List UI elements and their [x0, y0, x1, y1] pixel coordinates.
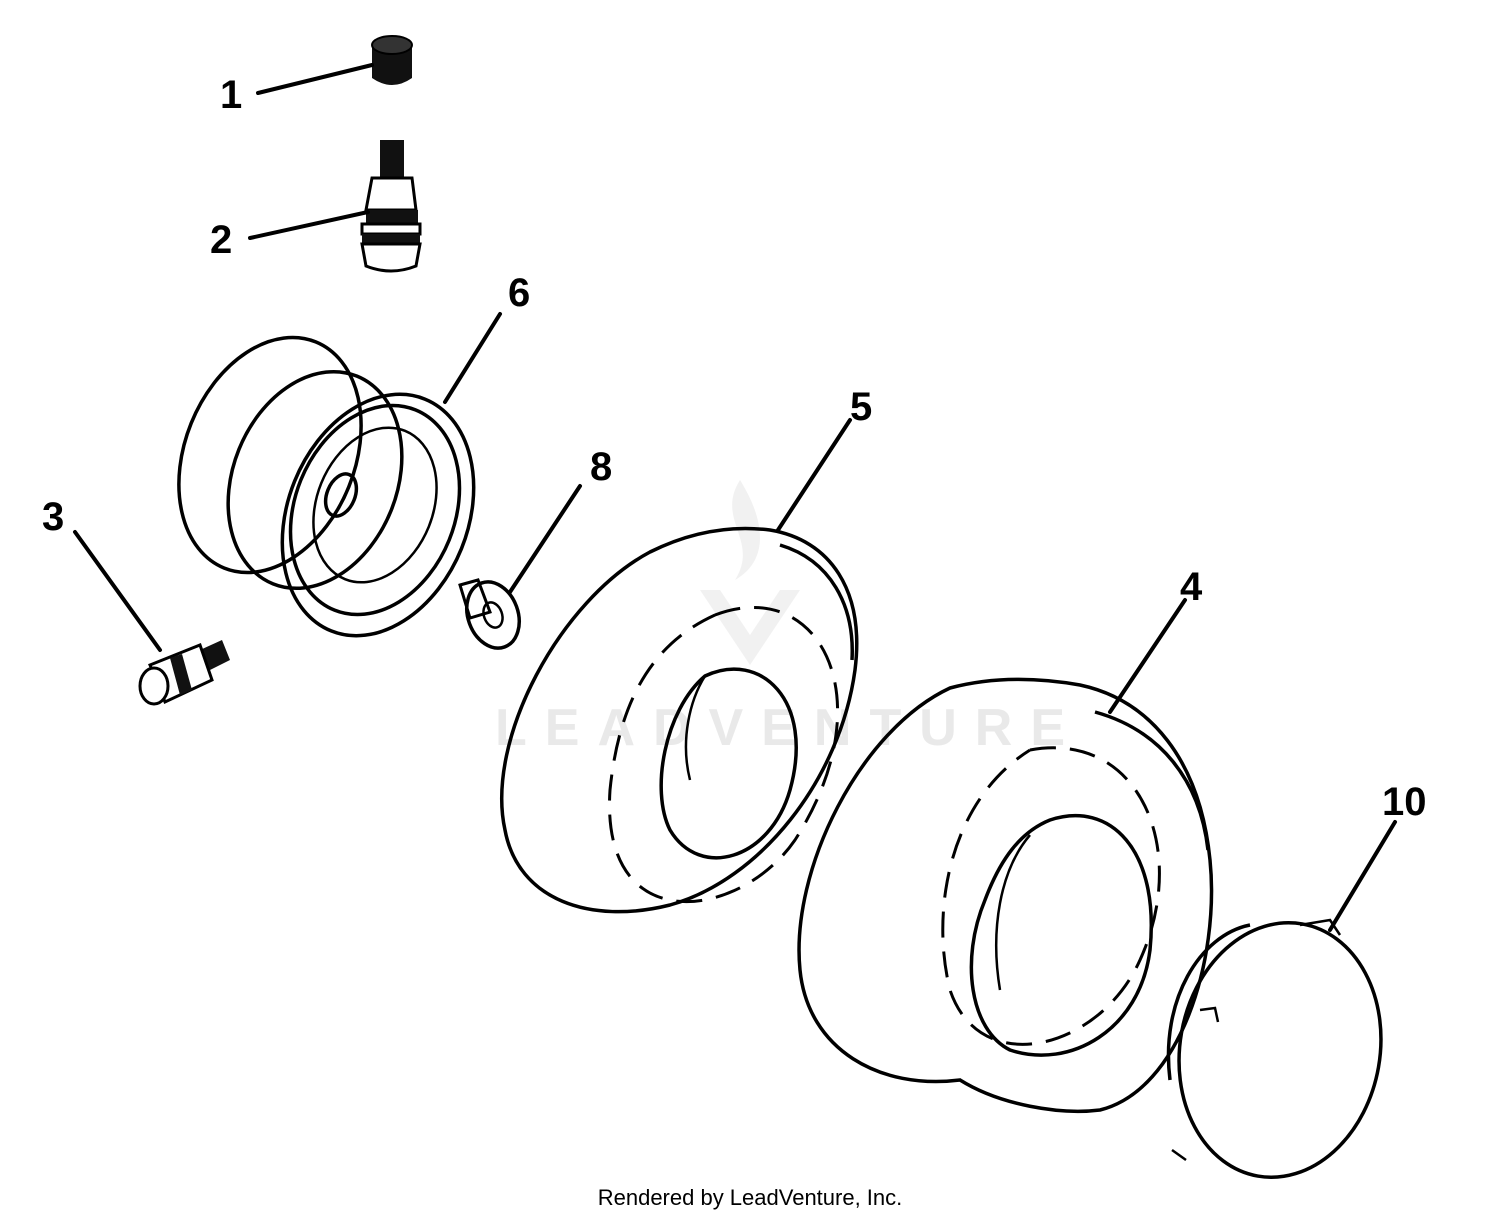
- callout-2: 2: [210, 218, 232, 262]
- callout-10: 10: [1382, 780, 1427, 824]
- callout-4: 4: [1180, 565, 1203, 609]
- callout-6: 6: [508, 271, 530, 315]
- part-2-valve-stem[interactable]: [360, 140, 422, 273]
- wheel-rim[interactable]: [145, 310, 489, 640]
- part-6-o-ring[interactable]: [248, 365, 509, 664]
- watermark-text: LEADVENTURE: [495, 699, 1083, 757]
- part-4-tire[interactable]: [797, 677, 1214, 1113]
- callout-1: 1: [220, 73, 242, 117]
- part-10-hub-cap[interactable]: [1159, 907, 1400, 1194]
- render-credit: Rendered by LeadVenture, Inc.: [598, 1185, 903, 1210]
- part-1-valve-cap[interactable]: [371, 35, 413, 85]
- part-8-bushing[interactable]: [458, 574, 528, 655]
- callout-5: 5: [850, 385, 872, 429]
- leader-lines: [73, 63, 1397, 932]
- part-3-fitting[interactable]: [138, 640, 230, 706]
- watermark-logo: [700, 480, 800, 665]
- part-5-tire[interactable]: [499, 526, 859, 914]
- callout-8: 8: [590, 445, 612, 489]
- callout-3: 3: [42, 495, 64, 539]
